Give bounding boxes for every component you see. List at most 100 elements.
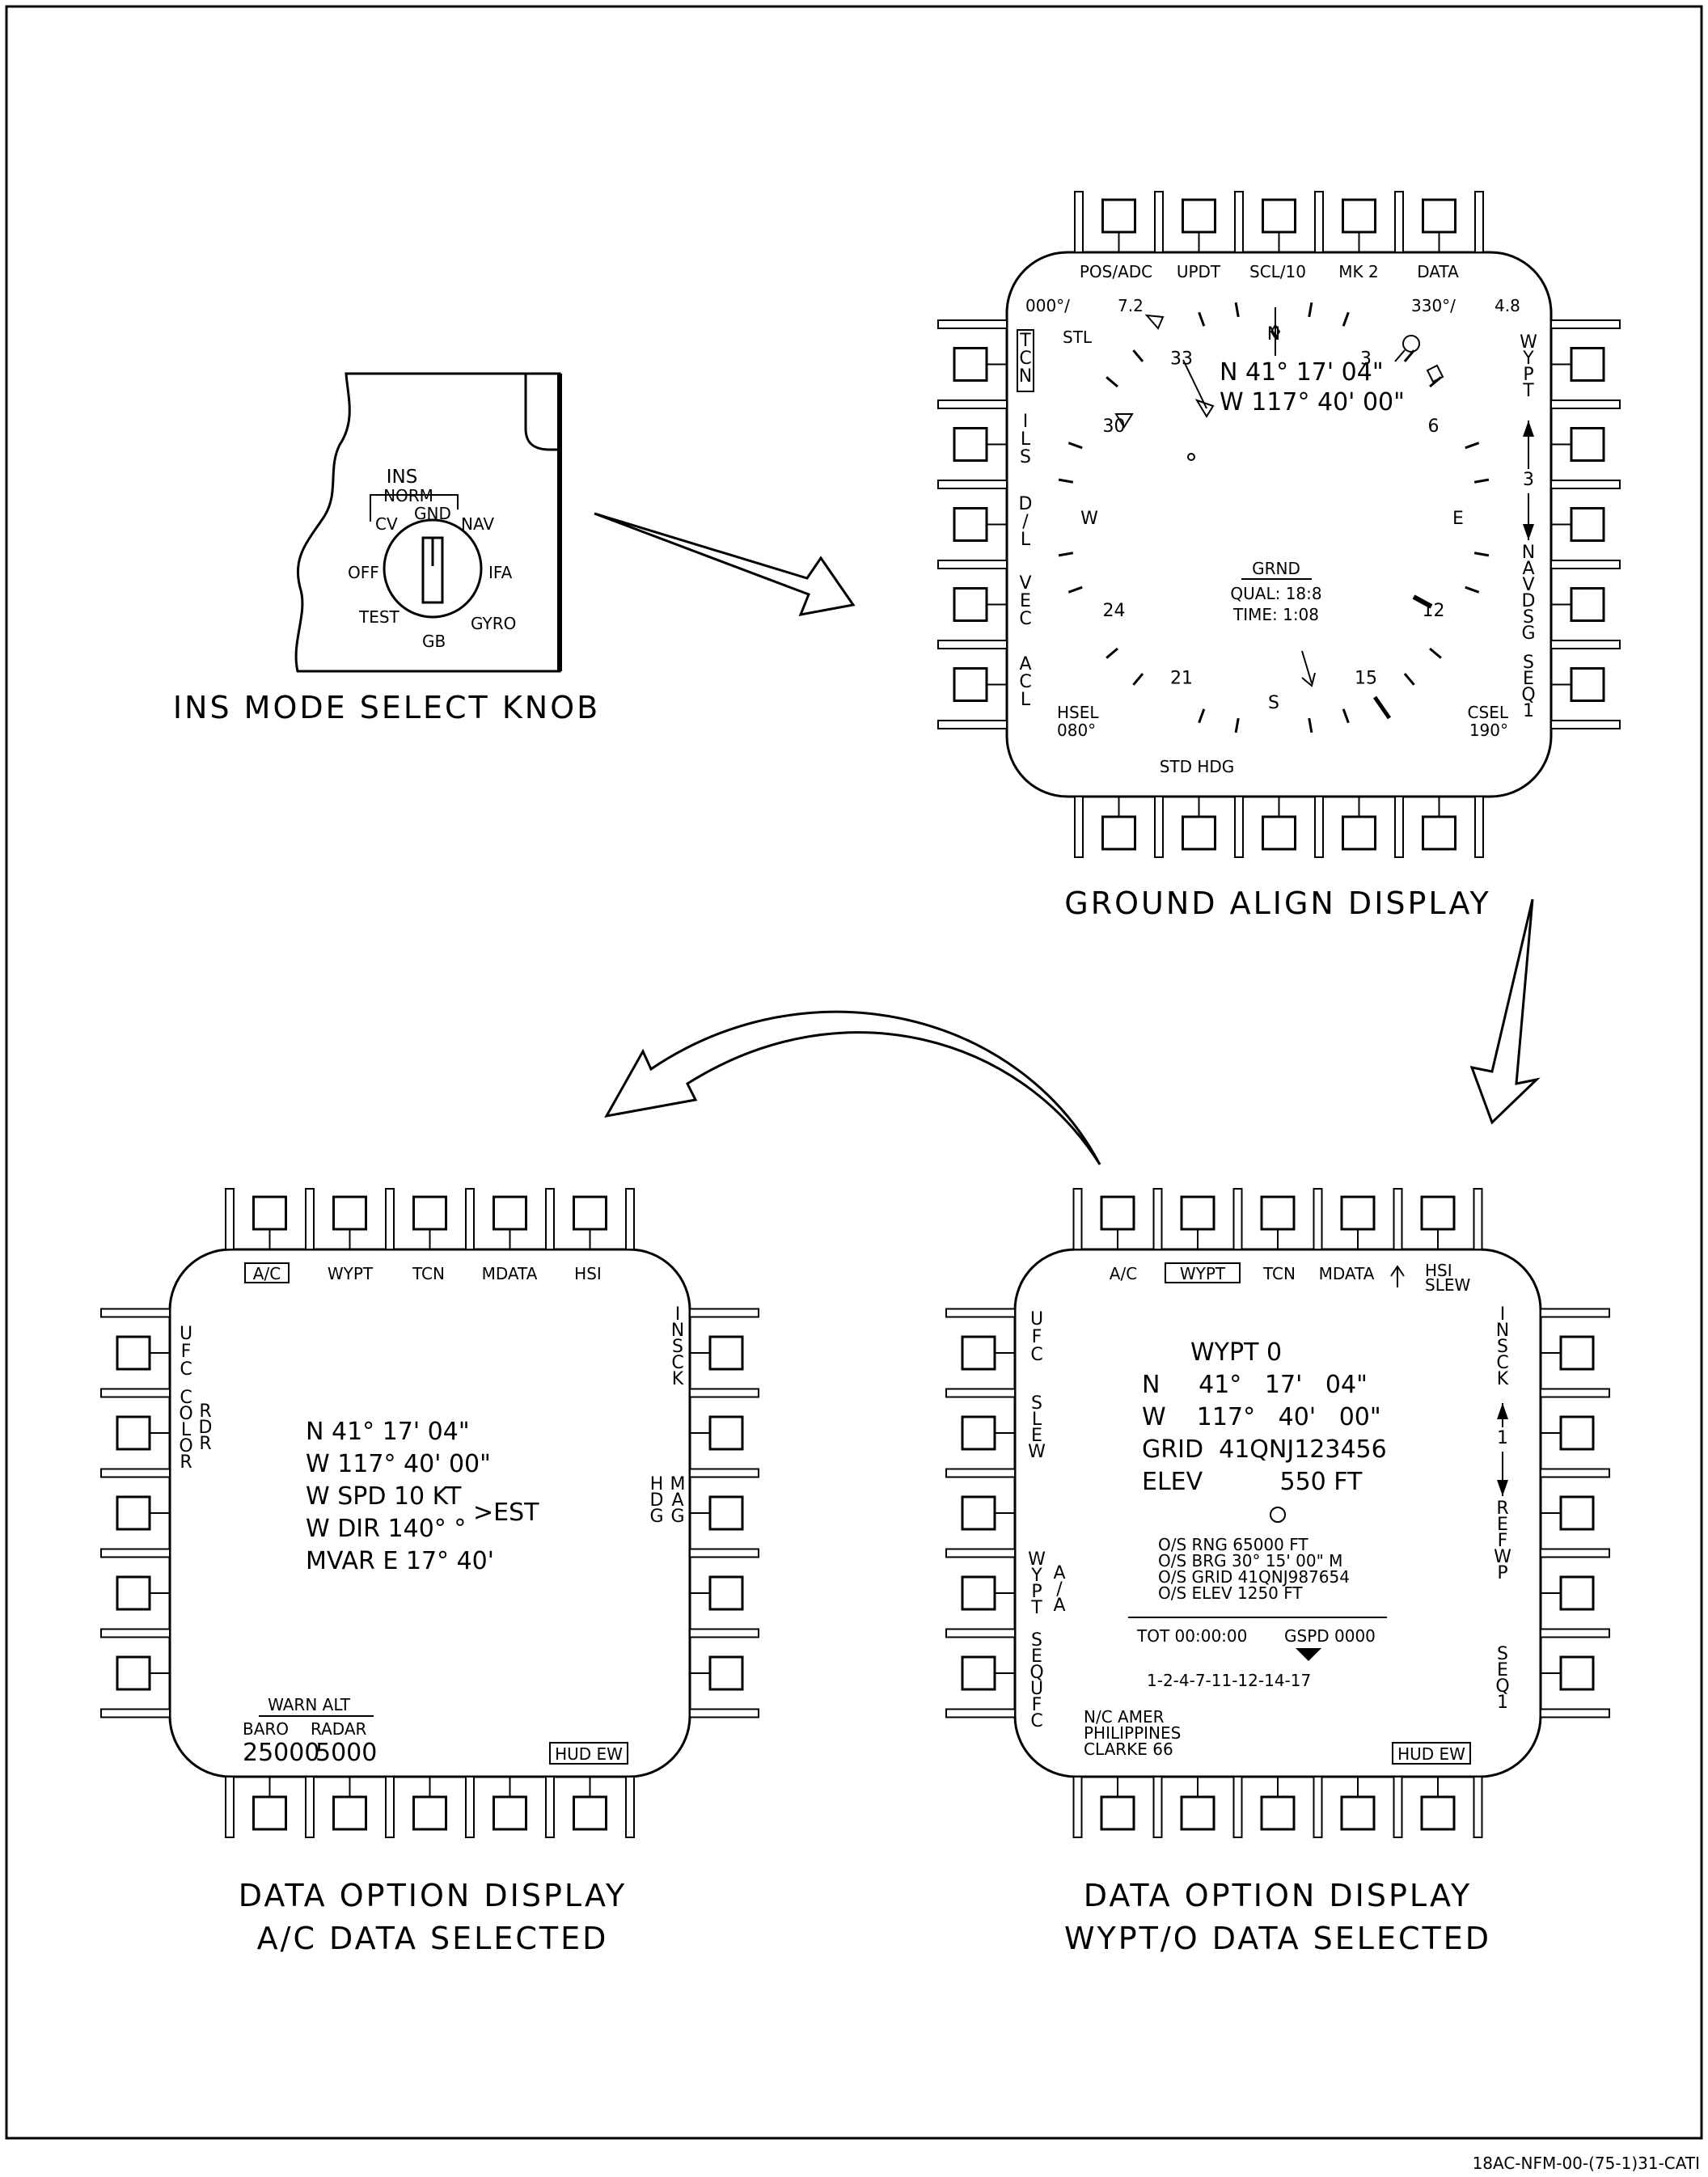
bezel-pushbutton[interactable] <box>1182 198 1216 234</box>
bezel-pushbutton[interactable] <box>953 427 988 462</box>
bezel-pushbutton[interactable] <box>953 667 988 702</box>
top-option-mk2[interactable]: MK 2 <box>1338 262 1378 281</box>
bezel-pushbutton[interactable] <box>1342 198 1376 234</box>
bezel-pushbutton[interactable] <box>1340 1795 1376 1831</box>
top-option-tcn[interactable]: TCN <box>1262 1264 1296 1283</box>
bezel-pushbutton[interactable] <box>493 1195 527 1231</box>
bezel-pushbutton[interactable] <box>1260 1195 1296 1231</box>
bezel-pushbutton[interactable] <box>1559 1415 1595 1451</box>
bezel-pushbutton[interactable] <box>1559 1655 1595 1691</box>
bezel-pushbutton[interactable] <box>1100 1195 1135 1231</box>
top-option-pos-adc[interactable]: POS/ADC <box>1080 262 1152 281</box>
bezel-pushbutton[interactable] <box>1559 1335 1595 1371</box>
bezel-pushbutton[interactable] <box>116 1335 151 1371</box>
bezel-pushbutton[interactable] <box>708 1415 744 1451</box>
bezel-pushbutton[interactable] <box>1101 815 1136 851</box>
top-option-wypt[interactable]: WYPT <box>1180 1264 1226 1283</box>
bezel-pushbutton[interactable] <box>953 347 988 382</box>
ac-est-option[interactable]: >EST <box>473 1499 539 1527</box>
top-option-ac[interactable]: A/C <box>253 1264 281 1283</box>
bezel-pushbutton[interactable] <box>1570 427 1605 462</box>
bezel-pushbutton[interactable] <box>1570 667 1605 702</box>
bezel-pushbutton[interactable] <box>1262 815 1296 851</box>
bezel-pushbutton[interactable] <box>708 1495 744 1531</box>
bezel-pushbutton[interactable] <box>708 1655 744 1691</box>
bezel-pushbutton[interactable] <box>1262 198 1296 234</box>
top-option-data[interactable]: DATA <box>1417 262 1459 281</box>
knob-body[interactable] <box>383 518 483 619</box>
bezel-pushbutton[interactable] <box>116 1655 151 1691</box>
top-option-hsi[interactable]: HSI <box>574 1264 602 1283</box>
bezel-pushbutton[interactable] <box>961 1415 996 1451</box>
bezel-pushbutton[interactable] <box>573 1195 607 1231</box>
bezel-pushbutton[interactable] <box>708 1575 744 1611</box>
top-option-mdata[interactable]: MDATA <box>1319 1264 1375 1283</box>
bezel-pushbutton[interactable] <box>953 507 988 542</box>
bezel-pushbutton[interactable] <box>412 1195 447 1231</box>
bezel-pushbutton[interactable] <box>1422 198 1456 234</box>
bezel-pushbutton[interactable] <box>1570 587 1605 622</box>
bezel-pushbutton[interactable] <box>1420 1195 1456 1231</box>
bezel-pushbutton[interactable] <box>116 1495 151 1531</box>
hud-ew-option[interactable]: HUD EW <box>555 1744 623 1764</box>
top-option-updt[interactable]: UPDT <box>1177 262 1221 281</box>
bezel-pushbutton[interactable] <box>1342 815 1376 851</box>
left-option-dl[interactable]: D/L <box>1019 494 1033 550</box>
bezel-pushbutton[interactable] <box>961 1335 996 1371</box>
bezel-pushbutton[interactable] <box>332 1795 367 1831</box>
bezel-pushbutton[interactable] <box>1559 1575 1595 1611</box>
top-option-mdata[interactable]: MDATA <box>482 1264 538 1283</box>
bezel-pushbutton[interactable] <box>1570 347 1605 382</box>
bezel-pushbutton[interactable] <box>961 1575 996 1611</box>
bezel-pushbutton[interactable] <box>961 1495 996 1531</box>
top-option-tcn[interactable]: TCN <box>412 1264 445 1283</box>
bezel-pushbutton[interactable] <box>1101 198 1136 234</box>
bezel-pushbutton[interactable] <box>252 1195 287 1231</box>
bezel-pushbutton[interactable] <box>116 1415 151 1451</box>
bezel-pushbutton[interactable] <box>1182 815 1216 851</box>
hud-ew-option[interactable]: HUD EW <box>1397 1744 1465 1764</box>
bezel-pushbutton[interactable] <box>1559 1495 1595 1531</box>
bezel-pushbutton[interactable] <box>1340 1195 1376 1231</box>
bezel-pushbutton[interactable] <box>332 1195 367 1231</box>
bezel-pushbutton[interactable] <box>116 1575 151 1611</box>
left-option-aa[interactable]: A/A <box>1053 1563 1065 1616</box>
bezel-pushbutton[interactable] <box>1420 1795 1456 1831</box>
bezel-pushbutton[interactable] <box>493 1795 527 1831</box>
bezel-pushbutton[interactable] <box>573 1795 607 1831</box>
top-option-scl[interactable]: SCL/10 <box>1249 262 1306 281</box>
bezel-pushbutton[interactable] <box>708 1335 744 1371</box>
bezel-pushbutton[interactable] <box>1260 1795 1296 1831</box>
bezel-pushbutton[interactable] <box>1570 507 1605 542</box>
bezel-pushbutton[interactable] <box>1422 815 1456 851</box>
top-option-wypt[interactable]: WYPT <box>328 1264 374 1283</box>
top-option-ac[interactable]: A/C <box>1110 1264 1137 1283</box>
bezel-pushbutton[interactable] <box>1180 1795 1215 1831</box>
bezel-pushbutton[interactable] <box>412 1795 447 1831</box>
bezel-pushbutton[interactable] <box>252 1795 287 1831</box>
bezel-pushbutton[interactable] <box>1100 1795 1135 1831</box>
bezel-pushbutton[interactable] <box>1180 1195 1215 1231</box>
bezel-pushbutton[interactable] <box>961 1655 996 1691</box>
